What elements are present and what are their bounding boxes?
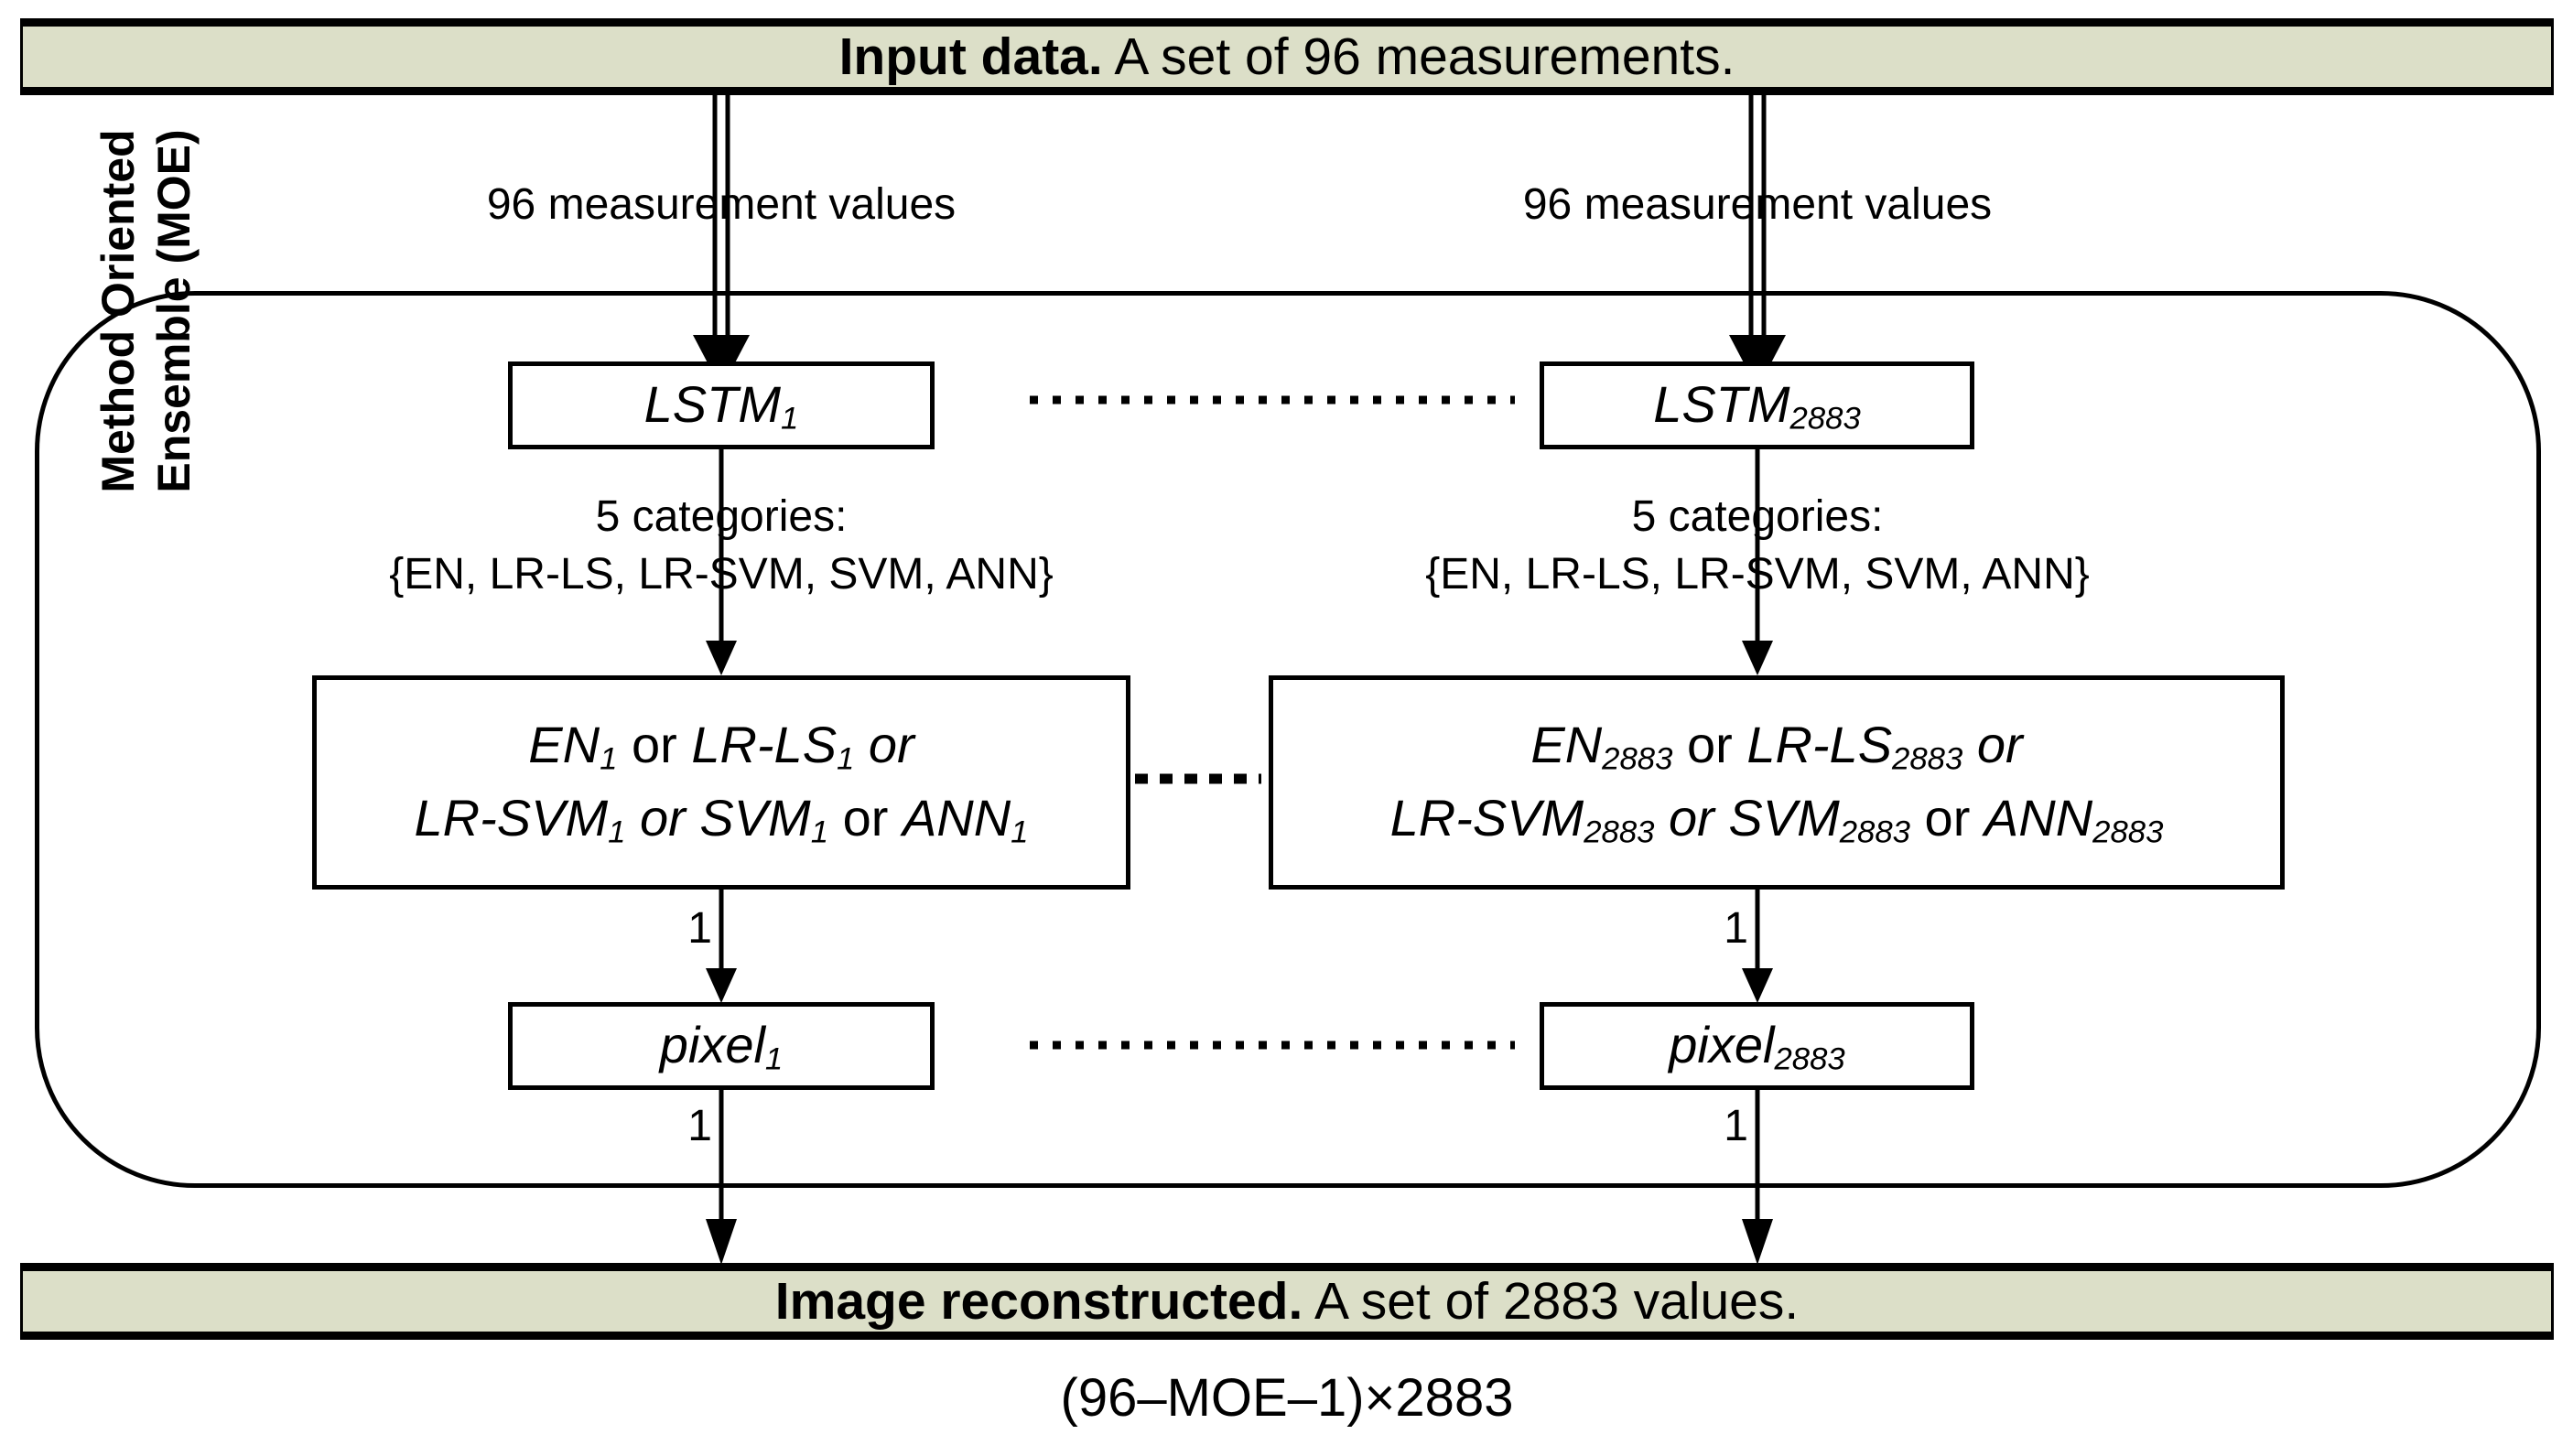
formula-caption: (96–MOE–1)×2883 <box>1060 1368 1514 1428</box>
node-lstm-left-label: LSTM1 <box>644 373 799 438</box>
node-lstm-right-base: LSTM <box>1653 374 1790 433</box>
image-reconstructed-rest: A set of 2883 values. <box>1303 1272 1800 1331</box>
edge-label-categories-count-right: 5 categories: <box>1631 492 1884 541</box>
node-method-right: EN2883 or LR-LS2883 or LR-SVM2883 or SVM… <box>1269 675 2285 890</box>
node-pixel-right: pixel2883 <box>1540 1002 1974 1090</box>
edge-label-method-to-pixel-right: 1 <box>1724 904 1748 953</box>
node-method-left-line-2: LR-SVM1 or SVM1 or ANN1 <box>414 789 1029 850</box>
node-lstm-right: LSTM2883 <box>1540 361 1974 449</box>
moe-container-outline <box>35 291 2541 1188</box>
node-pixel-right-label: pixel2883 <box>1669 1014 1844 1079</box>
image-reconstructed-text: Image reconstructed. A set of 2883 value… <box>775 1271 1799 1332</box>
edge-label-pixel-to-output-right: 1 <box>1724 1102 1748 1150</box>
input-data-bold: Input data. <box>838 27 1103 86</box>
node-pixel-right-base: pixel <box>1669 1015 1775 1073</box>
node-method-left: EN1 or LR-LS1 or LR-SVM1 or SVM1 or ANN1 <box>312 675 1130 890</box>
node-lstm-left-base: LSTM <box>643 374 782 433</box>
node-pixel-left-sub: 1 <box>764 1041 784 1077</box>
edge-label-input-left: 96 measurement values <box>486 180 957 229</box>
image-reconstructed-bold: Image reconstructed. <box>774 1272 1303 1331</box>
edge-label-categories-set-left: {EN, LR-LS, LR-SVM, SVM, ANN} <box>389 550 1054 599</box>
node-pixel-left-base: pixel <box>659 1015 765 1073</box>
edge-label-input-right: 96 measurement values <box>1522 180 1993 229</box>
node-pixel-right-sub: 2883 <box>1774 1041 1845 1077</box>
edge-label-pixel-to-output-left: 1 <box>687 1102 712 1150</box>
image-reconstructed-band: Image reconstructed. A set of 2883 value… <box>20 1263 2554 1340</box>
input-data-rest: A set of 96 measurements. <box>1102 27 1735 86</box>
moe-label-line-2: Ensemble (MOE) <box>148 129 200 493</box>
node-pixel-left: pixel1 <box>508 1002 935 1090</box>
node-lstm-left: LSTM1 <box>508 361 935 449</box>
node-lstm-right-sub: 2883 <box>1789 401 1861 437</box>
input-data-band: Input data. A set of 96 measurements. <box>20 18 2554 95</box>
node-method-right-line-2: LR-SVM2883 or SVM2883 or ANN2883 <box>1389 789 2164 850</box>
node-method-right-label: EN2883 or LR-LS2883 or LR-SVM2883 or SVM… <box>1390 709 2164 855</box>
moe-label-line-1: Method Oriented <box>92 129 144 493</box>
input-data-text: Input data. A set of 96 measurements. <box>839 27 1735 87</box>
node-lstm-right-label: LSTM2883 <box>1653 373 1861 438</box>
node-pixel-left-label: pixel1 <box>660 1014 783 1079</box>
moe-vertical-label: Method Oriented Ensemble (MOE) <box>55 9 238 613</box>
node-method-left-label: EN1 or LR-LS1 or LR-SVM1 or SVM1 or ANN1 <box>415 709 1029 855</box>
edge-label-method-to-pixel-left: 1 <box>687 904 712 953</box>
node-method-right-line-1: EN2883 or LR-LS2883 or <box>1530 716 2023 778</box>
node-method-left-line-1: EN1 or LR-LS1 or <box>528 716 914 778</box>
edge-label-categories-set-right: {EN, LR-LS, LR-SVM, SVM, ANN} <box>1425 550 2090 599</box>
edge-label-categories-count-left: 5 categories: <box>595 492 848 541</box>
node-lstm-left-sub: 1 <box>781 401 799 437</box>
